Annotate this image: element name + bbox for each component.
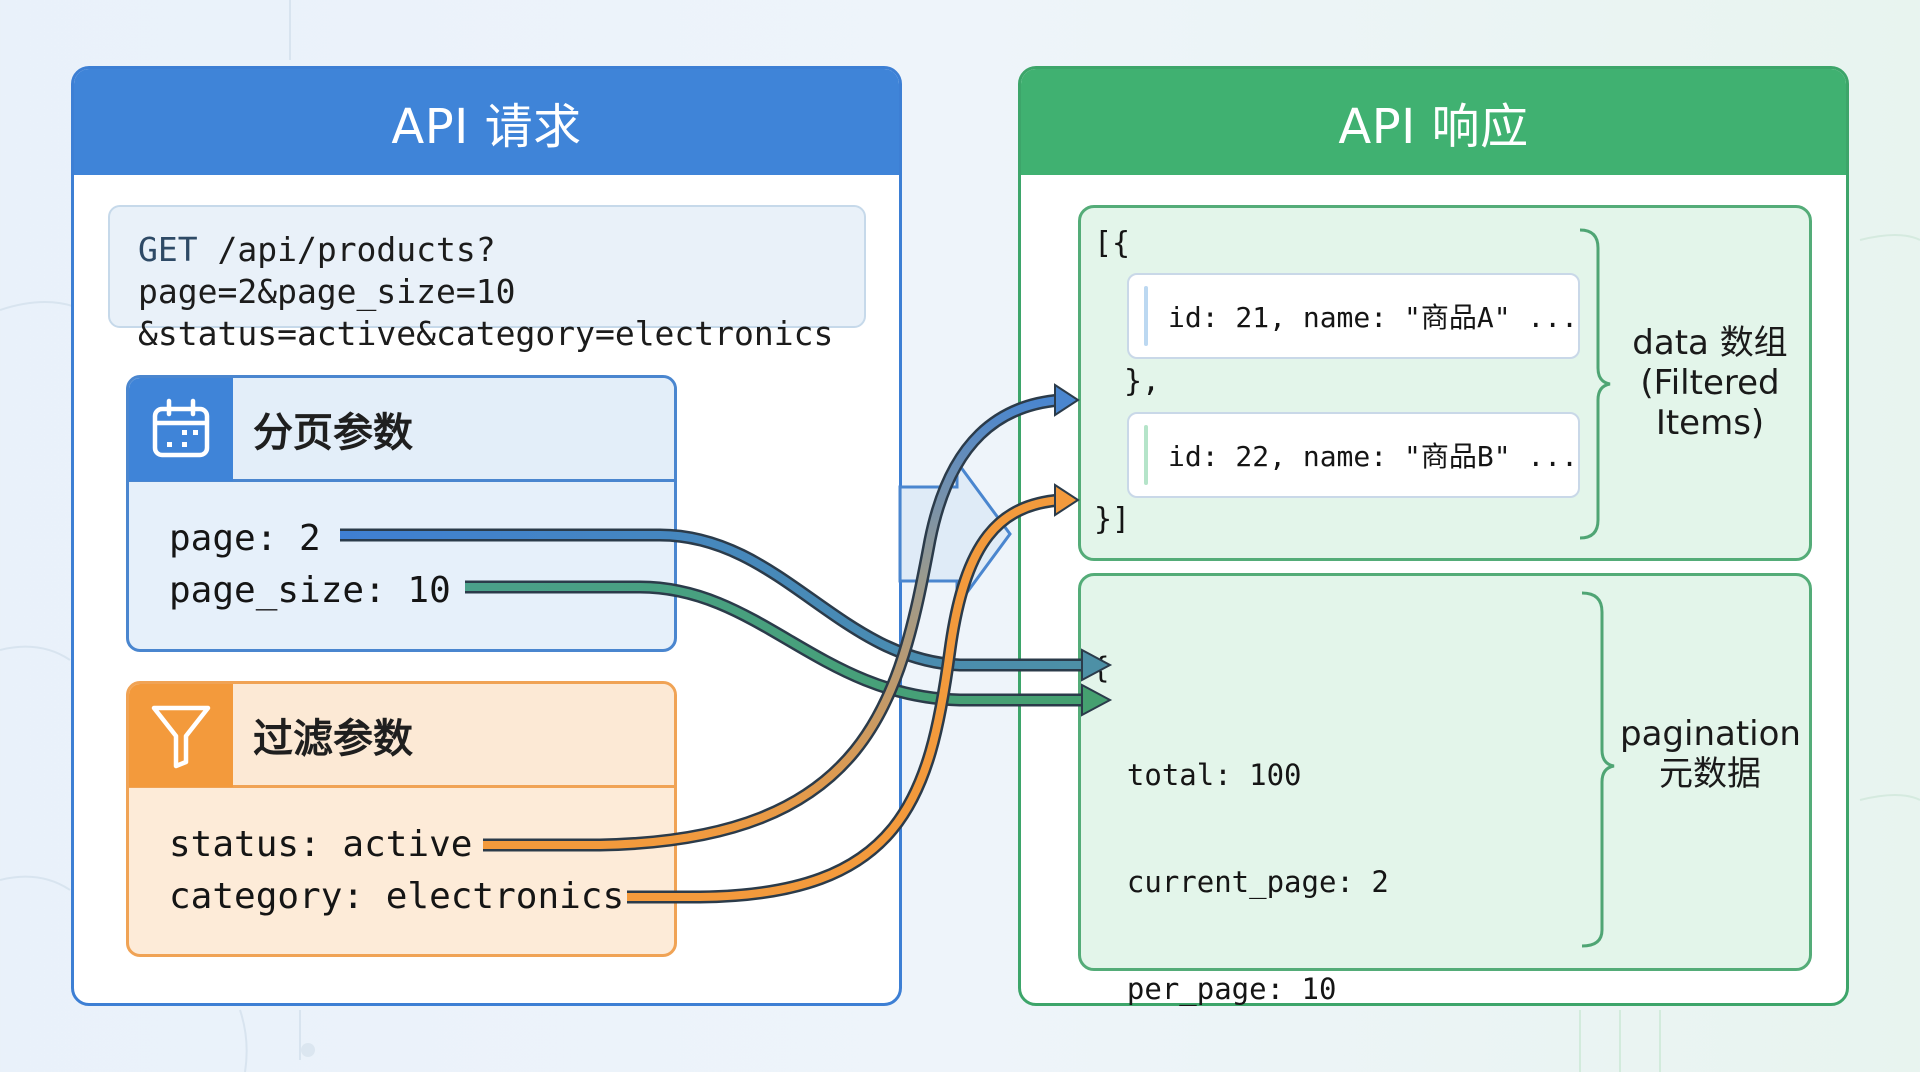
meta-line: per_page: 10 <box>1092 971 1337 1006</box>
pagination-params-header: 分页参数 <box>129 378 674 482</box>
item-text: id: 21, name: "商品A" ... <box>1167 301 1578 334</box>
data-array-close: }] <box>1094 502 1131 537</box>
data-array-separator: }, <box>1124 364 1161 399</box>
item-text: id: 22, name: "商品B" ... <box>1167 440 1578 473</box>
meta-line: total: 100 <box>1092 757 1302 792</box>
meta-brace <box>1581 591 1615 948</box>
data-label-line: data 数组 <box>1632 323 1788 363</box>
param-status: status: active <box>169 824 473 865</box>
meta-line: current_page: 2 <box>1092 864 1389 899</box>
param-category: category: electronics <box>169 876 625 917</box>
connector-page <box>340 528 1113 682</box>
request-url-box: GET /api/products?page=2&page_size=10 &s… <box>108 205 866 353</box>
pagination-meta-code: { total: 100 current_page: 2 per_page: 1… <box>1092 580 1651 1072</box>
meta-label-line: 元数据 <box>1659 754 1761 794</box>
data-array-label: data 数组 (Filtered Items) <box>1620 323 1800 443</box>
http-method: GET <box>138 230 198 269</box>
api-response-title: API 响应 <box>1021 69 1846 175</box>
data-brace <box>1579 228 1611 540</box>
connector-page-size <box>465 580 1113 717</box>
pagination-meta-label: pagination 元数据 <box>1620 714 1801 794</box>
filter-params-header: 过滤参数 <box>129 684 674 788</box>
pagination-meta-box <box>1078 573 1812 971</box>
data-item: id: 21, name: "商品A" ... <box>1127 273 1580 359</box>
data-array-box <box>1078 205 1812 561</box>
data-label-line: (Filtered <box>1640 363 1780 403</box>
data-label-line: Items) <box>1655 403 1765 443</box>
filter-params-title: 过滤参数 <box>253 715 413 762</box>
api-request-title: API 请求 <box>74 69 899 175</box>
url-line-2: &status=active&category=electronics <box>138 314 834 353</box>
filter-icon <box>129 684 233 787</box>
connector-category <box>627 483 1080 904</box>
pagination-params-list: page: 2 page_size: 10 <box>169 513 451 617</box>
connector-status <box>483 383 1080 852</box>
param-page-size: page_size: 10 <box>169 570 451 611</box>
filter-params-list: status: active category: electronics <box>169 819 624 923</box>
url-line-1: /api/products?page=2&page_size=10 <box>138 230 516 311</box>
filter-params-box: 过滤参数 status: active category: electronic… <box>126 681 677 957</box>
pagination-params-title: 分页参数 <box>253 409 413 456</box>
param-page: page: 2 <box>169 518 321 559</box>
pagination-params-box: 分页参数 page: 2 page_size: 10 <box>126 375 677 652</box>
data-item: id: 22, name: "商品B" ... <box>1127 412 1580 498</box>
item-swatch <box>1144 286 1148 346</box>
calendar-icon <box>129 378 233 481</box>
meta-label-line: pagination <box>1620 714 1801 754</box>
data-array-open: [{ <box>1094 226 1131 261</box>
item-swatch <box>1144 425 1148 485</box>
